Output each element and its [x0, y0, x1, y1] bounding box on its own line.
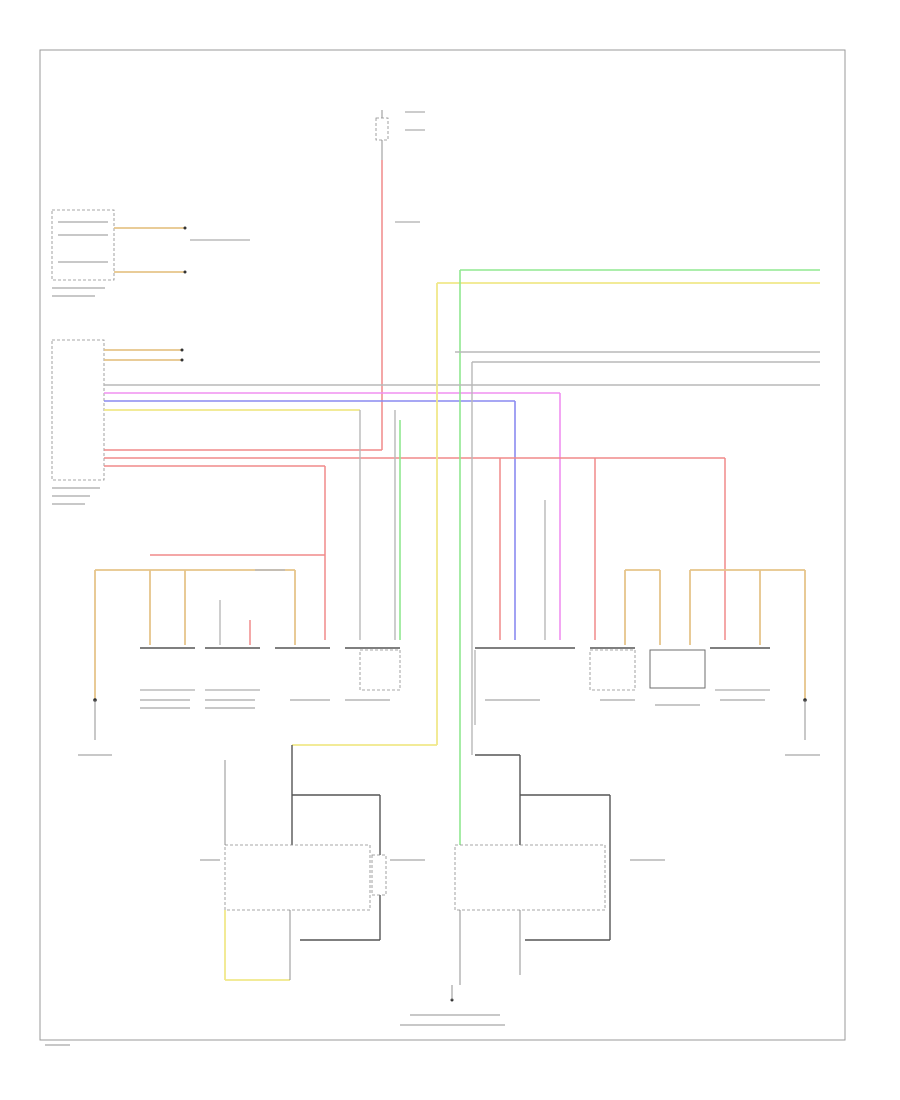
right-switch-row	[474, 569, 807, 740]
left-switch-row	[93, 569, 401, 740]
right-bus-lines	[436, 269, 820, 850]
upper-left-module	[51, 209, 250, 281]
lower-left-module	[224, 744, 437, 981]
mid-risers	[150, 410, 726, 640]
lower-right-module	[450, 754, 611, 1002]
top-power-feed	[375, 110, 425, 450]
left-control-module	[51, 339, 725, 640]
diagram-frame	[39, 49, 846, 1041]
label-marks	[45, 221, 820, 1046]
